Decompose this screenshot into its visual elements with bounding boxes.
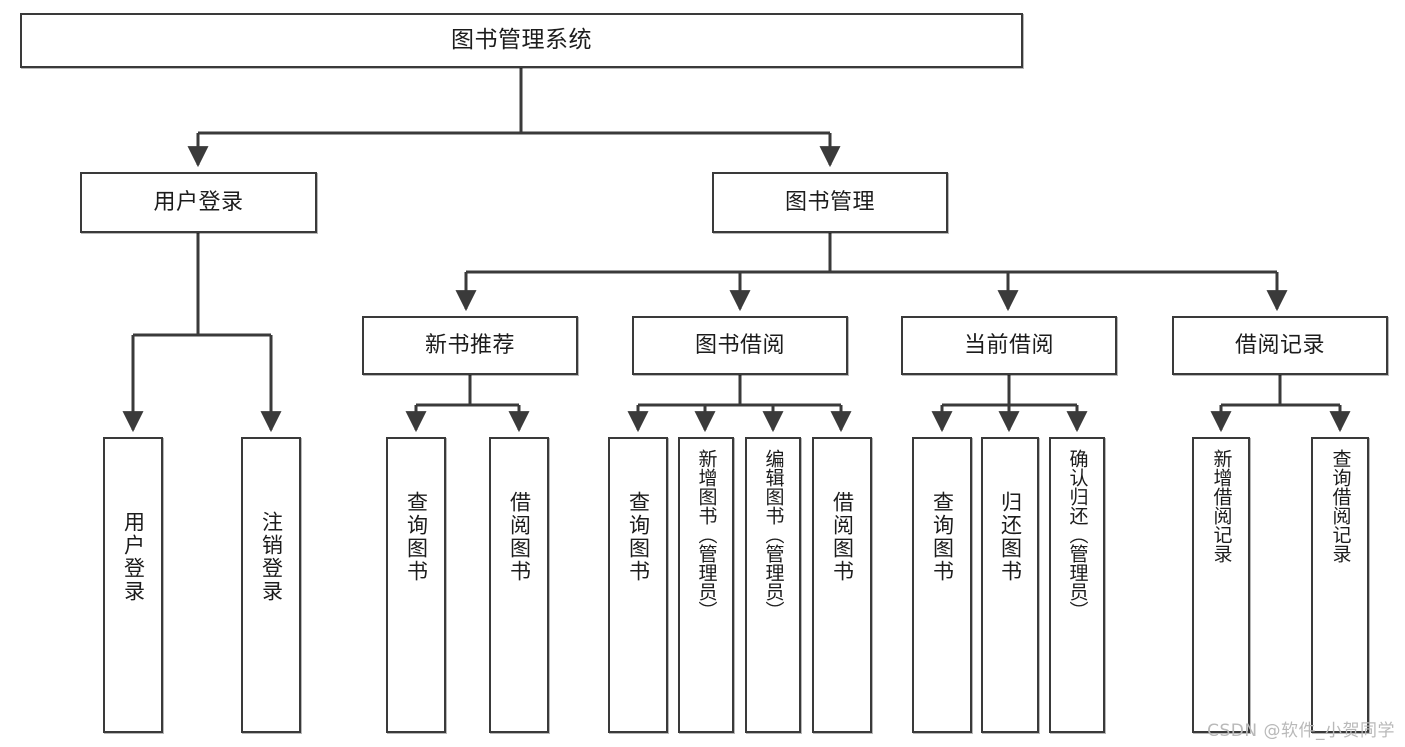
node-root-system[interactable]: 图书管理系统 [20, 13, 1023, 68]
node-book-management[interactable]: 图书管理 [712, 172, 948, 233]
leaf-add-book-admin[interactable]: 新增图书（管理员） [678, 437, 734, 733]
node-label: 确认归还（管理员） [1066, 449, 1089, 620]
node-label: 图书借阅 [694, 332, 785, 358]
leaf-user-login[interactable]: 用户登录 [103, 437, 163, 733]
node-label: 编辑图书（管理员） [762, 449, 785, 620]
node-label: 查询图书 [626, 491, 651, 583]
node-borrow-record[interactable]: 借阅记录 [1172, 316, 1388, 375]
node-user-login[interactable]: 用户登录 [80, 172, 317, 233]
node-label: 新增借阅记录 [1210, 449, 1233, 563]
leaf-borrow-book[interactable]: 借阅图书 [812, 437, 872, 733]
node-label: 注销登录 [259, 511, 284, 603]
leaf-add-borrow-record[interactable]: 新增借阅记录 [1192, 437, 1250, 733]
node-current-borrow[interactable]: 当前借阅 [901, 316, 1117, 375]
node-label: 借阅图书 [507, 491, 532, 583]
node-label: 查询图书 [404, 491, 429, 583]
leaf-borrow-book-newbook[interactable]: 借阅图书 [489, 437, 549, 733]
node-label: 借阅记录 [1234, 332, 1325, 358]
node-label: 新增图书（管理员） [695, 449, 718, 620]
node-label: 当前借阅 [963, 332, 1054, 358]
leaf-query-borrow-record[interactable]: 查询借阅记录 [1311, 437, 1369, 733]
node-new-book-recommend[interactable]: 新书推荐 [362, 316, 578, 375]
leaf-confirm-return-admin[interactable]: 确认归还（管理员） [1049, 437, 1105, 733]
leaf-query-book-newbook[interactable]: 查询图书 [386, 437, 446, 733]
leaf-query-book-borrow[interactable]: 查询图书 [608, 437, 668, 733]
leaf-return-book[interactable]: 归还图书 [981, 437, 1039, 733]
node-label: 查询借阅记录 [1329, 449, 1352, 563]
node-label: 图书管理 [784, 189, 875, 215]
node-label: 借阅图书 [830, 491, 855, 583]
node-label: 图书管理系统 [451, 26, 592, 53]
csdn-watermark: CSDN @软件_小贺同学 [1207, 721, 1395, 741]
node-book-borrow[interactable]: 图书借阅 [632, 316, 848, 375]
node-label: 用户登录 [153, 189, 244, 215]
node-label: 用户登录 [121, 511, 146, 603]
leaf-query-book-current[interactable]: 查询图书 [912, 437, 972, 733]
node-label: 归还图书 [998, 491, 1023, 583]
node-label: 新书推荐 [424, 332, 515, 358]
node-label: 查询图书 [930, 491, 955, 583]
leaf-edit-book-admin[interactable]: 编辑图书（管理员） [745, 437, 801, 733]
leaf-logout[interactable]: 注销登录 [241, 437, 301, 733]
